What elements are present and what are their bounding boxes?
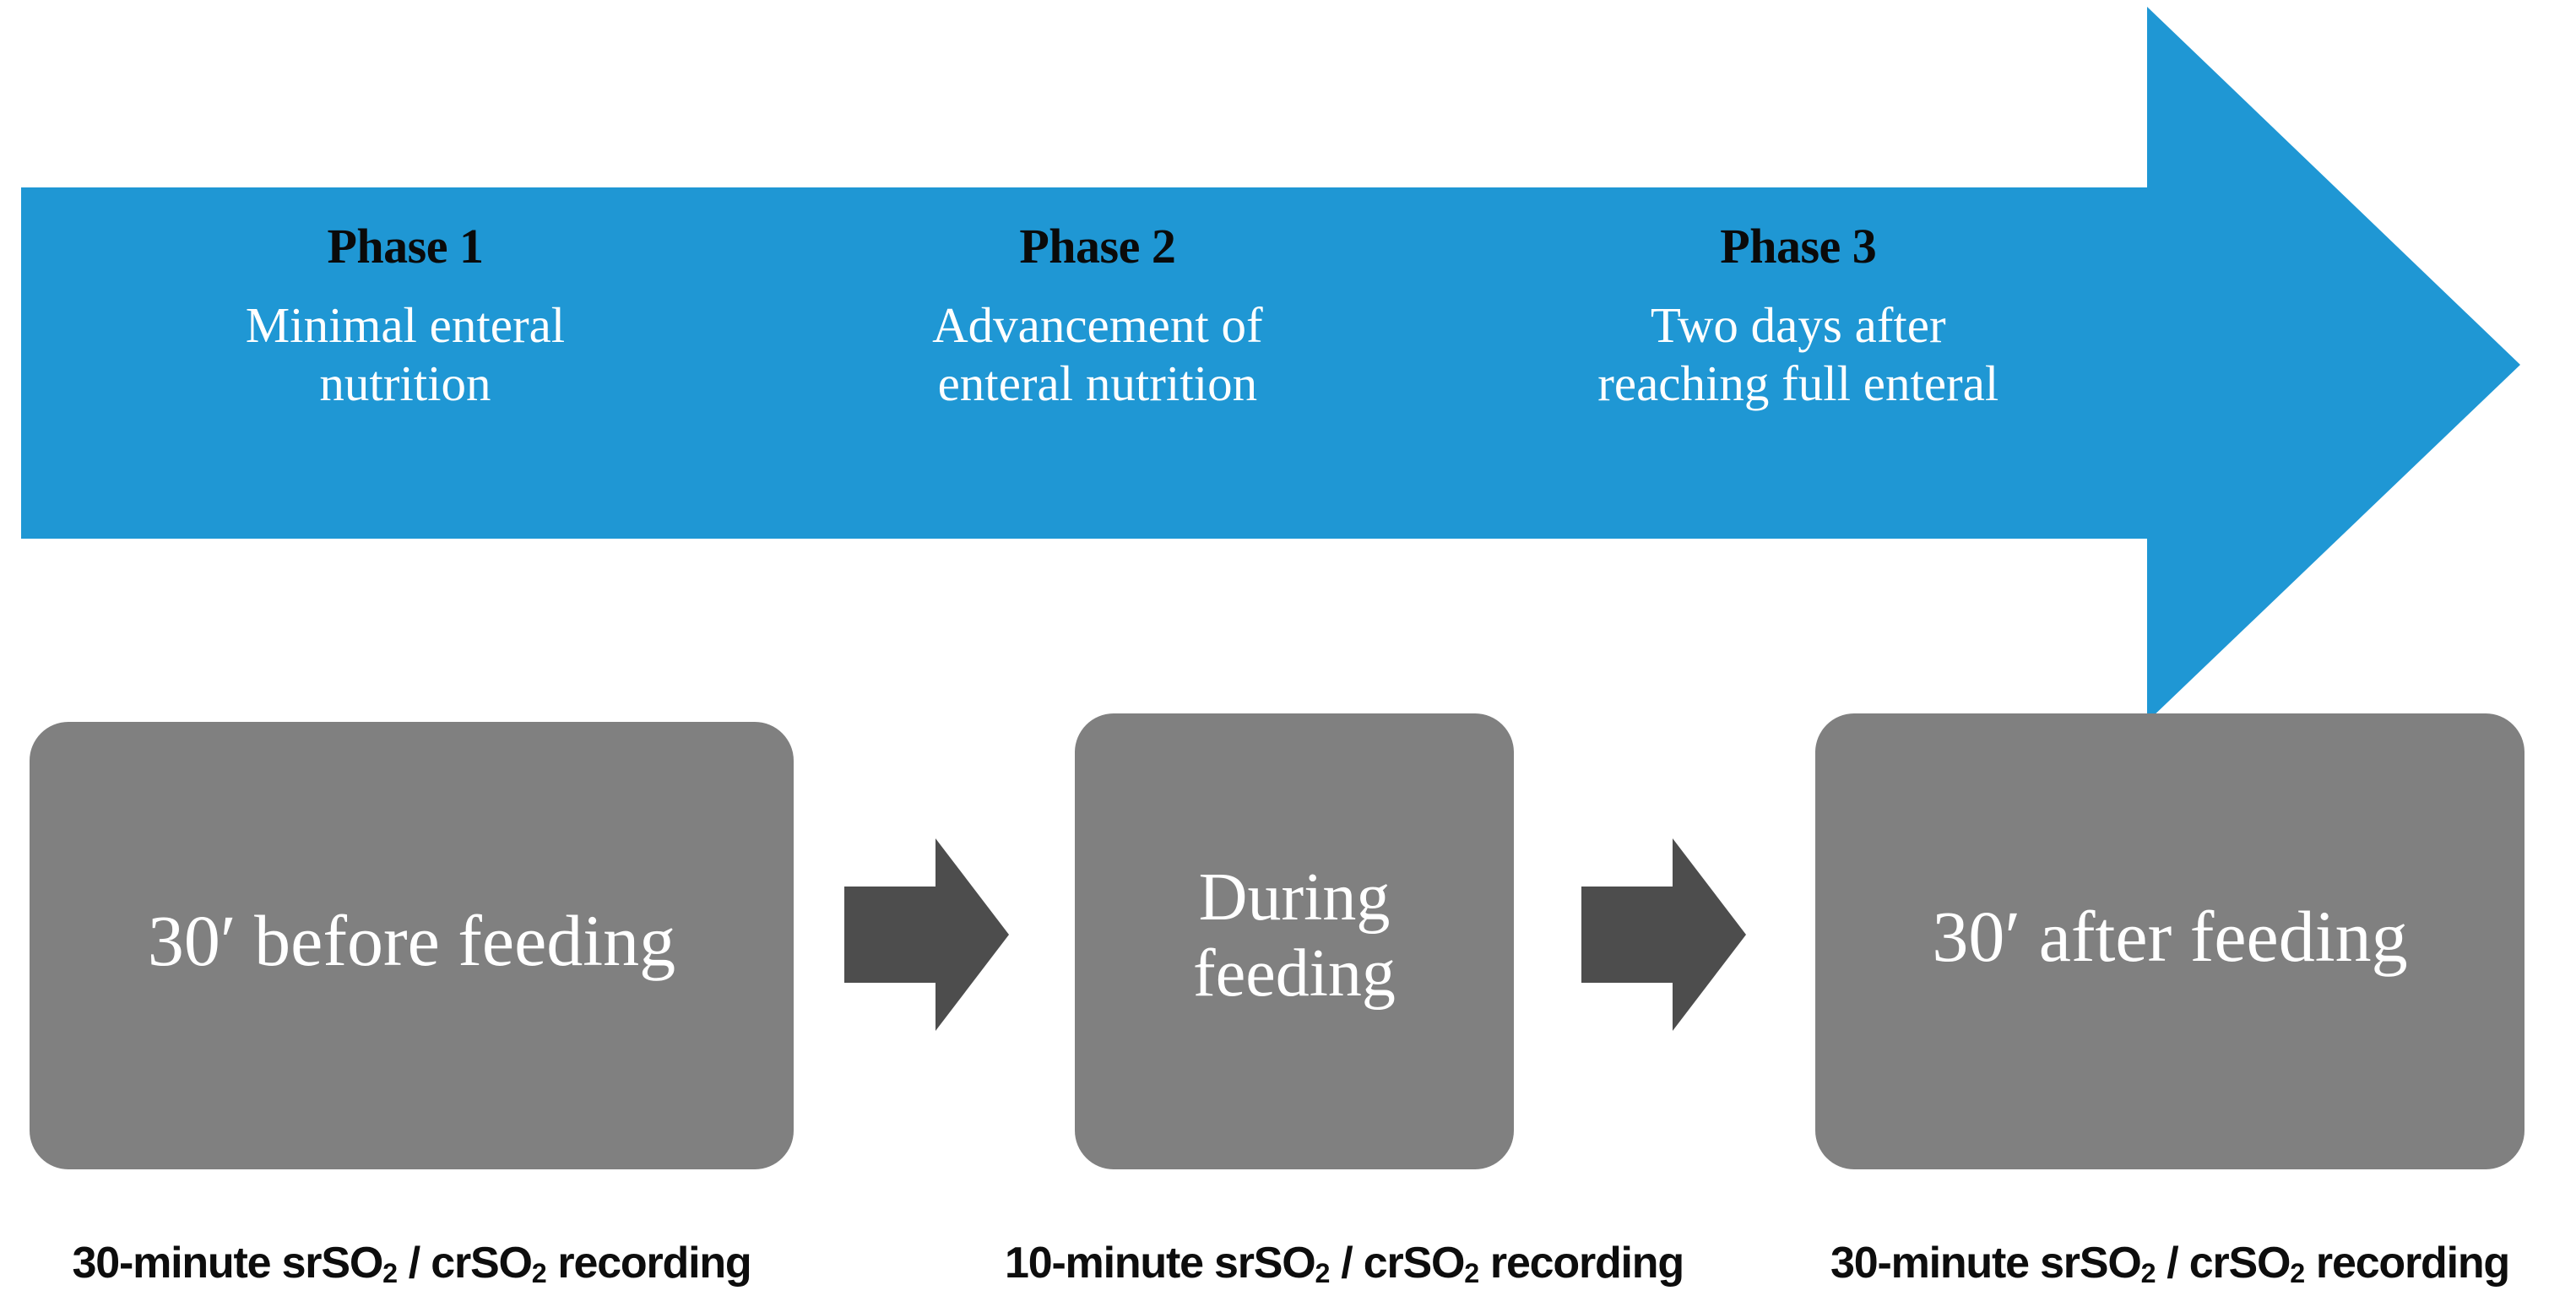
caption-before-feeding: 30-minute srSO2 / crSO2 recording bbox=[30, 1238, 794, 1288]
phase-label-group: Phase 1 Minimal enteral nutrition Phase … bbox=[21, 187, 2149, 539]
caption-2-mid: / crSO bbox=[1329, 1239, 1465, 1288]
phase-3-description: Two days after reaching full enteral bbox=[1597, 296, 1999, 411]
caption-3-suffix: recording bbox=[2304, 1239, 2510, 1288]
step-box-before-feeding: 30′ before feeding bbox=[30, 722, 794, 1169]
phase-3-title: Phase 3 bbox=[1720, 219, 1877, 274]
step-box-during-feeding: During feeding bbox=[1075, 713, 1514, 1169]
caption-2-sub-2: 2 bbox=[1464, 1258, 1479, 1289]
right-arrow-icon-2 bbox=[1581, 838, 1746, 1031]
timeline-arrow-icon bbox=[21, 7, 2520, 722]
caption-3-sub-1: 2 bbox=[2140, 1258, 2156, 1289]
caption-3-prefix: 30-minute srSO bbox=[1830, 1239, 2142, 1288]
caption-1-suffix: recording bbox=[546, 1239, 751, 1288]
step-box-after-feeding-label: 30′ after feeding bbox=[1932, 895, 2408, 977]
caption-3-sub-2: 2 bbox=[2290, 1258, 2305, 1289]
caption-after-feeding: 30-minute srSO2 / crSO2 recording bbox=[1815, 1238, 2524, 1288]
caption-1-sub-2: 2 bbox=[531, 1258, 547, 1289]
phase-2-description: Advancement of enteral nutrition bbox=[932, 296, 1263, 411]
phase-1-title: Phase 1 bbox=[327, 219, 484, 274]
caption-1-sub-1: 2 bbox=[382, 1258, 398, 1289]
phase-column-3: Phase 3 Two days after reaching full ent… bbox=[1440, 187, 2149, 413]
caption-3-mid: / crSO bbox=[2156, 1239, 2291, 1288]
caption-2-prefix: 10-minute srSO bbox=[1005, 1239, 1316, 1288]
caption-2-suffix: recording bbox=[1478, 1239, 1684, 1288]
caption-1-prefix: 30-minute srSO bbox=[72, 1239, 384, 1288]
phase-1-description: Minimal enteral nutrition bbox=[245, 296, 566, 411]
phase-column-2: Phase 2 Advancement of enteral nutrition bbox=[730, 187, 1440, 413]
step-box-during-feeding-label: During feeding bbox=[1193, 860, 1396, 1011]
caption-2-sub-1: 2 bbox=[1315, 1258, 1331, 1289]
right-arrow-icon-1 bbox=[844, 838, 1009, 1031]
step-box-before-feeding-label: 30′ before feeding bbox=[147, 899, 676, 981]
caption-1-mid: / crSO bbox=[397, 1239, 533, 1288]
phase-column-1: Phase 1 Minimal enteral nutrition bbox=[21, 187, 730, 413]
step-box-after-feeding: 30′ after feeding bbox=[1815, 713, 2524, 1169]
phase-2-title: Phase 2 bbox=[1019, 219, 1176, 274]
caption-during-feeding: 10-minute srSO2 / crSO2 recording bbox=[1005, 1238, 1684, 1289]
